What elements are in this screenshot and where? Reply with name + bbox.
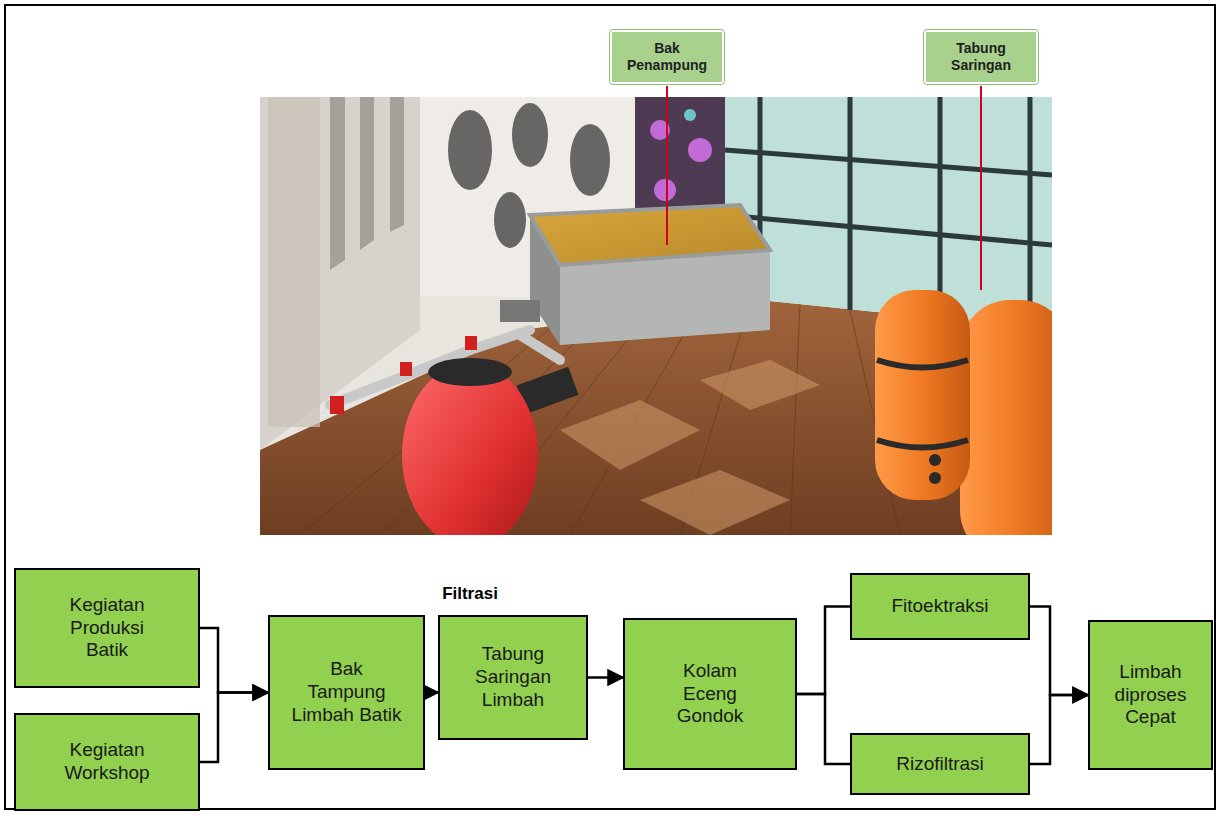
callout-box: Tabung Saringan [924, 30, 1038, 84]
process-box: Bak Tampung Limbah Batik [268, 615, 425, 770]
flow-connector [1030, 607, 1088, 696]
node-text: Limbah diproses Cepat [1096, 661, 1206, 729]
node-text: Tabung Saringan [931, 40, 1031, 74]
flow-connector [200, 693, 268, 763]
node-text: Kegiatan Workshop [52, 739, 162, 785]
stage-label: Filtrasi [442, 584, 498, 604]
process-box: Limbah diproses Cepat [1088, 620, 1213, 770]
node-text: Bak Tampung Limbah Batik [292, 658, 402, 726]
node-text: Kegiatan Produksi Batik [52, 594, 162, 662]
node-text: Fitoektraksi [891, 595, 988, 618]
node-text: Bak Penampung [617, 40, 717, 74]
callout-box: Bak Penampung [610, 30, 724, 84]
process-box: Tabung Saringan Limbah [438, 615, 588, 740]
node-text: Rizofiltrasi [896, 753, 984, 776]
flow-connector [588, 676, 623, 679]
node-text: Kolam Eceng Gondok [655, 660, 765, 728]
flow-connector [1030, 695, 1088, 764]
process-box: Rizofiltrasi [850, 733, 1030, 795]
flow-connector [797, 607, 850, 695]
process-box: Kegiatan Workshop [14, 713, 200, 811]
process-box: Kegiatan Produksi Batik [14, 568, 200, 688]
process-box: Kolam Eceng Gondok [623, 618, 797, 770]
node-text: Tabung Saringan Limbah [458, 643, 568, 711]
process-box: Fitoektraksi [850, 573, 1030, 640]
flow-connector [200, 628, 268, 693]
flow-connector [425, 691, 438, 694]
flow-connector [797, 694, 850, 764]
